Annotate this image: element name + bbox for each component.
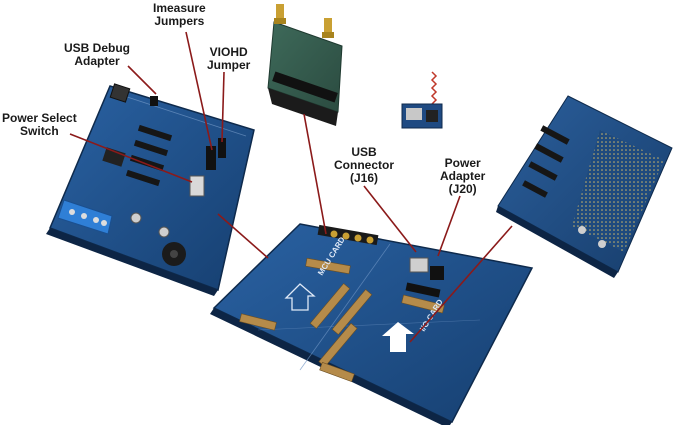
label-viohd-jumper: VIOHD Jumper: [207, 45, 251, 72]
label-imeasure-jumpers: Imeasure Jumpers: [153, 1, 206, 28]
leader-mcu-to-base: [217, 213, 269, 259]
leader-imeasure: [185, 31, 213, 151]
leader-usb-debug: [127, 65, 157, 95]
label-usb-connector: USB Connector (J16): [334, 145, 394, 185]
leader-viohd: [221, 71, 225, 143]
leader-power-select: [69, 133, 193, 183]
label-usb-debug-adapter: USB Debug Adapter: [64, 41, 130, 68]
base-board: MCU CARD I/O CARD: [210, 223, 534, 425]
mcu-card-board: [46, 83, 255, 296]
leader-power-adapter: [437, 195, 461, 257]
label-power-select-switch: Power Select Switch: [2, 111, 77, 138]
radio-daughter-card: [267, 4, 343, 126]
io-card-board: [496, 95, 673, 278]
leader-lines: [69, 31, 513, 343]
leader-usb-connector: [363, 185, 417, 253]
terminal-block: [57, 199, 113, 235]
label-power-adapter: Power Adapter (J20): [440, 156, 486, 196]
leader-io-to-base: [409, 225, 513, 343]
leader-radio-card: [303, 113, 327, 235]
radio-module: [401, 71, 443, 129]
